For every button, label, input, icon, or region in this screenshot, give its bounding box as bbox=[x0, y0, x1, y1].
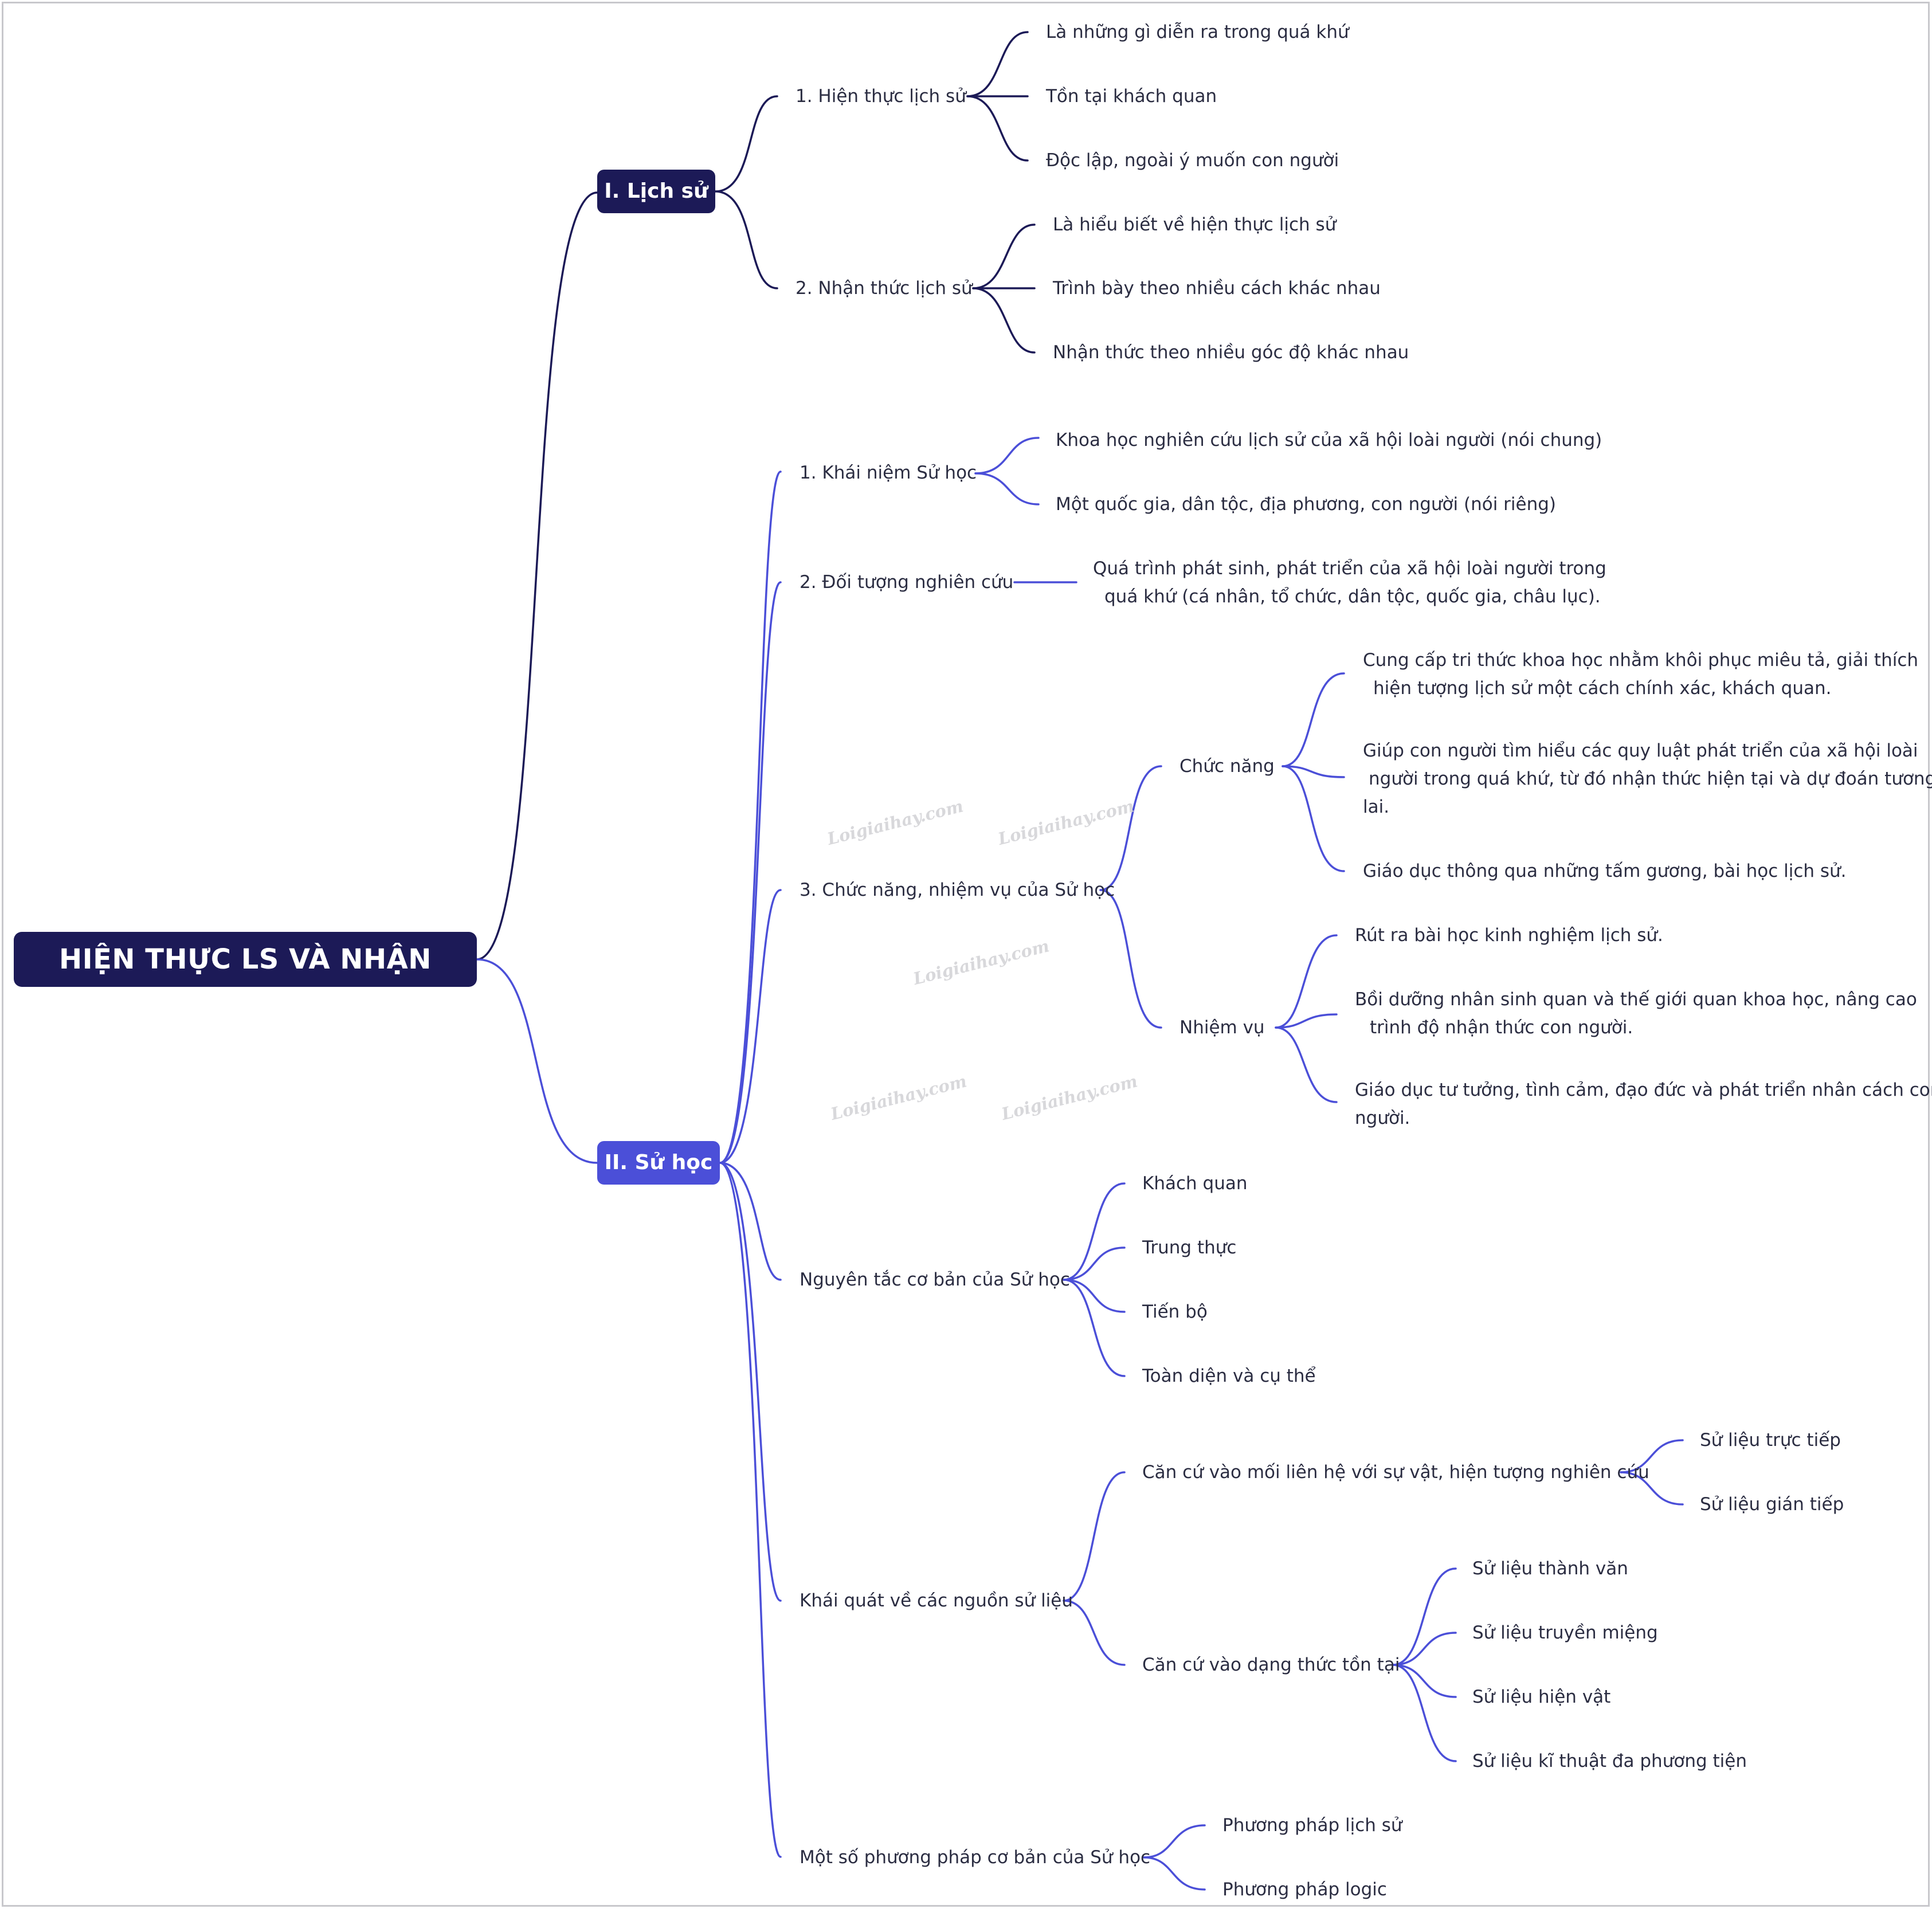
leaf-nguyen-tac-4[interactable]: Toàn diện và cụ thể bbox=[1142, 1366, 1316, 1386]
leaf-hien-thuc-3[interactable]: Độc lập, ngoài ý muốn con người bbox=[1046, 150, 1339, 171]
leaf-chuc-nang-1[interactable]: Cung cấp tri thức khoa học nhằm khôi phụ… bbox=[1363, 646, 1918, 703]
leaf-doi-tuong-line2: quá khứ (cá nhân, tổ chức, dân tộc, quốc… bbox=[1104, 586, 1601, 607]
leaf-chuc-nang-2-line3: lai. bbox=[1363, 797, 1390, 817]
leaf-hien-thuc-1[interactable]: Là những gì diễn ra trong quá khứ bbox=[1046, 22, 1349, 42]
leaf-chuc-nang-1-line2: hiện tượng lịch sử một cách chính xác, k… bbox=[1373, 678, 1832, 699]
leaf-nhiem-vu-3-line1: Giáo dục tư tưởng, tình cảm, đạo đức và … bbox=[1355, 1080, 1932, 1100]
leaf-nhiem-vu-1[interactable]: Rút ra bài học kinh nghiệm lịch sử. bbox=[1355, 925, 1663, 946]
leaf-chuc-nang-1-line1: Cung cấp tri thức khoa học nhằm khôi phụ… bbox=[1363, 650, 1919, 671]
branch-lich-su[interactable]: I. Lịch sử bbox=[597, 170, 715, 213]
leaf-nhan-thuc-3[interactable]: Nhận thức theo nhiều góc độ khác nhau bbox=[1053, 342, 1409, 363]
topic-doi-tuong-nghien-cuu[interactable]: 2. Đối tượng nghiên cứu bbox=[800, 572, 1014, 593]
topic-nhiem-vu[interactable]: Nhiệm vụ bbox=[1179, 1017, 1265, 1038]
leaf-su-lieu-thanh-van[interactable]: Sử liệu thành văn bbox=[1472, 1558, 1628, 1579]
leaf-su-lieu-truc-tiep[interactable]: Sử liệu trực tiếp bbox=[1700, 1430, 1841, 1451]
topic-chuc-nang[interactable]: Chức năng bbox=[1179, 756, 1275, 777]
leaf-chuc-nang-2-line2: người trong quá khứ, từ đó nhận thức hiệ… bbox=[1369, 769, 1932, 789]
topic-chuc-nang-nhiem-vu[interactable]: 3. Chức năng, nhiệm vụ của Sử học bbox=[800, 880, 1115, 900]
leaf-nhiem-vu-2-line1: Bồi dưỡng nhân sinh quan và thế giới qua… bbox=[1355, 989, 1917, 1010]
leaf-doi-tuong-line1: Quá trình phát sinh, phát triển của xã h… bbox=[1093, 558, 1606, 579]
leaf-khai-niem-2[interactable]: Một quốc gia, dân tộc, địa phương, con n… bbox=[1056, 494, 1557, 515]
topic-dang-thuc-ton-tai[interactable]: Căn cứ vào dạng thức tồn tại bbox=[1142, 1655, 1400, 1675]
leaf-nhiem-vu-3[interactable]: Giáo dục tư tưởng, tình cảm, đạo đức và … bbox=[1355, 1076, 1932, 1132]
leaf-nhiem-vu-3-line2: người. bbox=[1355, 1108, 1410, 1128]
leaf-chuc-nang-2-line1: Giúp con người tìm hiểu các quy luật phá… bbox=[1363, 740, 1918, 761]
topic-hien-thuc-lich-su[interactable]: 1. Hiện thực lịch sử bbox=[795, 86, 966, 107]
topic-nguyen-tac[interactable]: Nguyên tắc cơ bản của Sử học bbox=[800, 1269, 1070, 1290]
leaf-su-lieu-ki-thuat[interactable]: Sử liệu kĩ thuật đa phương tiện bbox=[1472, 1751, 1747, 1771]
leaf-khai-niem-1[interactable]: Khoa học nghiên cứu lịch sử của xã hội l… bbox=[1056, 430, 1602, 450]
topic-nguon-su-lieu[interactable]: Khái quát về các nguồn sử liệu bbox=[800, 1590, 1073, 1611]
topic-khai-niem-su-hoc[interactable]: 1. Khái niệm Sử học bbox=[800, 462, 977, 483]
leaf-hien-thuc-2[interactable]: Tồn tại khách quan bbox=[1046, 86, 1217, 107]
leaf-chuc-nang-2[interactable]: Giúp con người tìm hiểu các quy luật phá… bbox=[1363, 737, 1932, 821]
topic-moi-lien-he[interactable]: Căn cứ vào mối liên hệ với sự vật, hiện … bbox=[1142, 1462, 1649, 1483]
leaf-nguyen-tac-3[interactable]: Tiến bộ bbox=[1142, 1302, 1208, 1322]
leaf-su-lieu-hien-vat[interactable]: Sử liệu hiện vật bbox=[1472, 1687, 1611, 1707]
leaf-nhiem-vu-2-line2: trình độ nhận thức con người. bbox=[1370, 1017, 1633, 1038]
leaf-nguyen-tac-2[interactable]: Trung thực bbox=[1142, 1237, 1237, 1258]
root-topic[interactable]: HIỆN THỰC LS VÀ NHẬN THỨC LS bbox=[14, 932, 477, 1030]
leaf-phuong-phap-lich-su[interactable]: Phương pháp lịch sử bbox=[1222, 1815, 1402, 1836]
leaf-chuc-nang-3[interactable]: Giáo dục thông qua những tấm gương, bài … bbox=[1363, 861, 1847, 881]
leaf-su-lieu-truyen-mieng[interactable]: Sử liệu truyền miệng bbox=[1472, 1622, 1658, 1643]
leaf-doi-tuong[interactable]: Quá trình phát sinh, phát triển của xã h… bbox=[1093, 555, 1606, 611]
leaf-su-lieu-gian-tiep[interactable]: Sử liệu gián tiếp bbox=[1700, 1494, 1844, 1515]
leaf-nguyen-tac-1[interactable]: Khách quan bbox=[1142, 1173, 1248, 1194]
link-root-branch2 bbox=[476, 958, 598, 1164]
leaf-nhan-thuc-1[interactable]: Là hiểu biết về hiện thực lịch sử bbox=[1053, 214, 1337, 235]
leaf-nhan-thuc-2[interactable]: Trình bày theo nhiều cách khác nhau bbox=[1053, 278, 1381, 299]
topic-phuong-phap[interactable]: Một số phương pháp cơ bản của Sử học bbox=[800, 1847, 1151, 1868]
leaf-nhiem-vu-2[interactable]: Bồi dưỡng nhân sinh quan và thế giới qua… bbox=[1355, 986, 1917, 1042]
branch-su-hoc[interactable]: II. Sử học bbox=[597, 1141, 720, 1185]
topic-nhan-thuc-lich-su[interactable]: 2. Nhận thức lịch sử bbox=[795, 278, 973, 299]
link-root-branch1 bbox=[476, 191, 598, 961]
leaf-phuong-phap-logic[interactable]: Phương pháp logic bbox=[1222, 1879, 1387, 1900]
